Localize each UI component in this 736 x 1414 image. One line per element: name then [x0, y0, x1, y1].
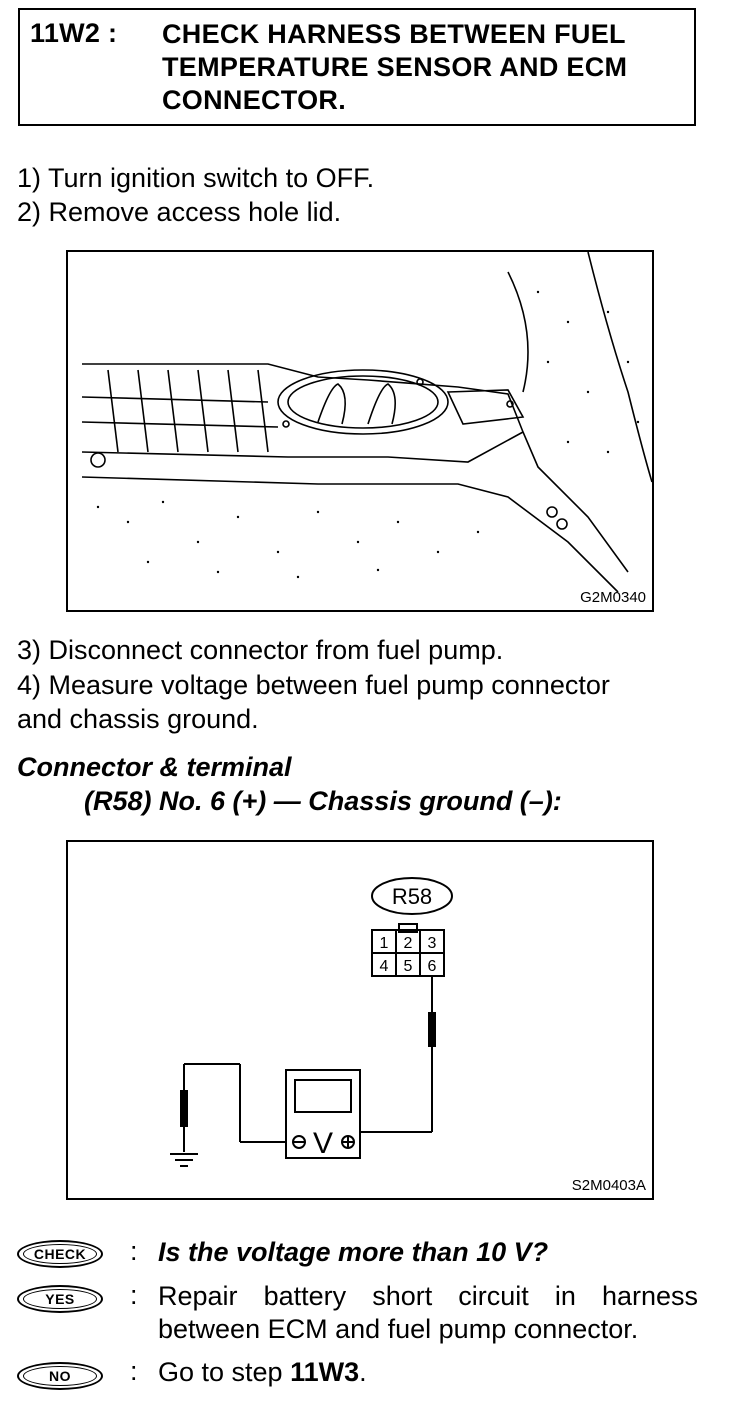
colon: :: [130, 1236, 138, 1266]
yes-answer-line: Repair battery short circuit in harness: [158, 1281, 698, 1311]
step-title-line: CONNECTOR.: [162, 85, 347, 115]
instruction-3: 3) Disconnect connector from fuel pump.: [17, 635, 504, 665]
no-answer-prefix: Go to step: [158, 1357, 291, 1387]
instruction-2: 2) Remove access hole lid.: [17, 197, 342, 227]
spec-heading: Connector & terminal: [17, 752, 292, 782]
yes-answer-line: between ECM and fuel pump connector.: [158, 1314, 639, 1344]
figure-code: S2M0403A: [571, 1177, 646, 1194]
colon: :: [130, 1280, 138, 1310]
access-hole-illustration: [81, 252, 652, 593]
connector-label-oval: [371, 877, 453, 915]
no-answer-suffix: .: [359, 1357, 367, 1387]
terminal-label: 6: [428, 958, 437, 975]
yes-answer: Repair battery short circuit in harness …: [158, 1280, 698, 1346]
voltmeter-diagram: R58 1 2 3 4 5 6 V: [170, 877, 453, 1167]
terminal-label: 1: [380, 935, 389, 952]
no-icon: NO: [17, 1362, 103, 1390]
step-title-line: CHECK HARNESS BETWEEN FUEL: [162, 19, 626, 49]
voltmeter-body: [285, 1069, 361, 1159]
probe-handle-positive: [428, 1012, 436, 1047]
no-answer: Go to step 11W3.: [158, 1356, 367, 1389]
instruction-4: 4) Measure voltage between fuel pump con…: [17, 670, 610, 700]
colon: :: [130, 1356, 138, 1386]
terminal-label: 2: [404, 935, 413, 952]
instruction-1: 1) Turn ignition switch to OFF.: [17, 163, 375, 193]
meter-symbol: V: [313, 1127, 333, 1160]
terminal-label: 5: [404, 958, 413, 975]
check-icon: CHECK: [17, 1240, 103, 1268]
step-header: 11W2 : CHECK HARNESS BETWEEN FUEL TEMPER…: [18, 8, 696, 126]
yes-icon: YES: [17, 1285, 103, 1313]
figure-code: G2M0340: [580, 589, 646, 606]
step-title-line: TEMPERATURE SENSOR AND ECM: [162, 52, 628, 82]
access-hole-figure: G2M0340: [66, 250, 654, 612]
spec-detail: (R58) No. 6 (+) — Chassis ground (–):: [84, 786, 562, 816]
instruction-4-cont: and chassis ground.: [17, 704, 259, 734]
connector-label: R58: [392, 884, 432, 909]
terminal-label: 4: [380, 958, 389, 975]
voltage-measurement-figure: R58 1 2 3 4 5 6 V S2M0403A: [66, 840, 654, 1200]
next-step-id: 11W3: [290, 1357, 360, 1387]
check-question: Is the voltage more than 10 V?: [158, 1237, 549, 1267]
probe-handle-negative: [180, 1090, 188, 1127]
step-id: 11W2 :: [30, 18, 118, 48]
terminal-label: 3: [428, 935, 437, 952]
step-title: CHECK HARNESS BETWEEN FUEL TEMPERATURE S…: [162, 18, 692, 117]
